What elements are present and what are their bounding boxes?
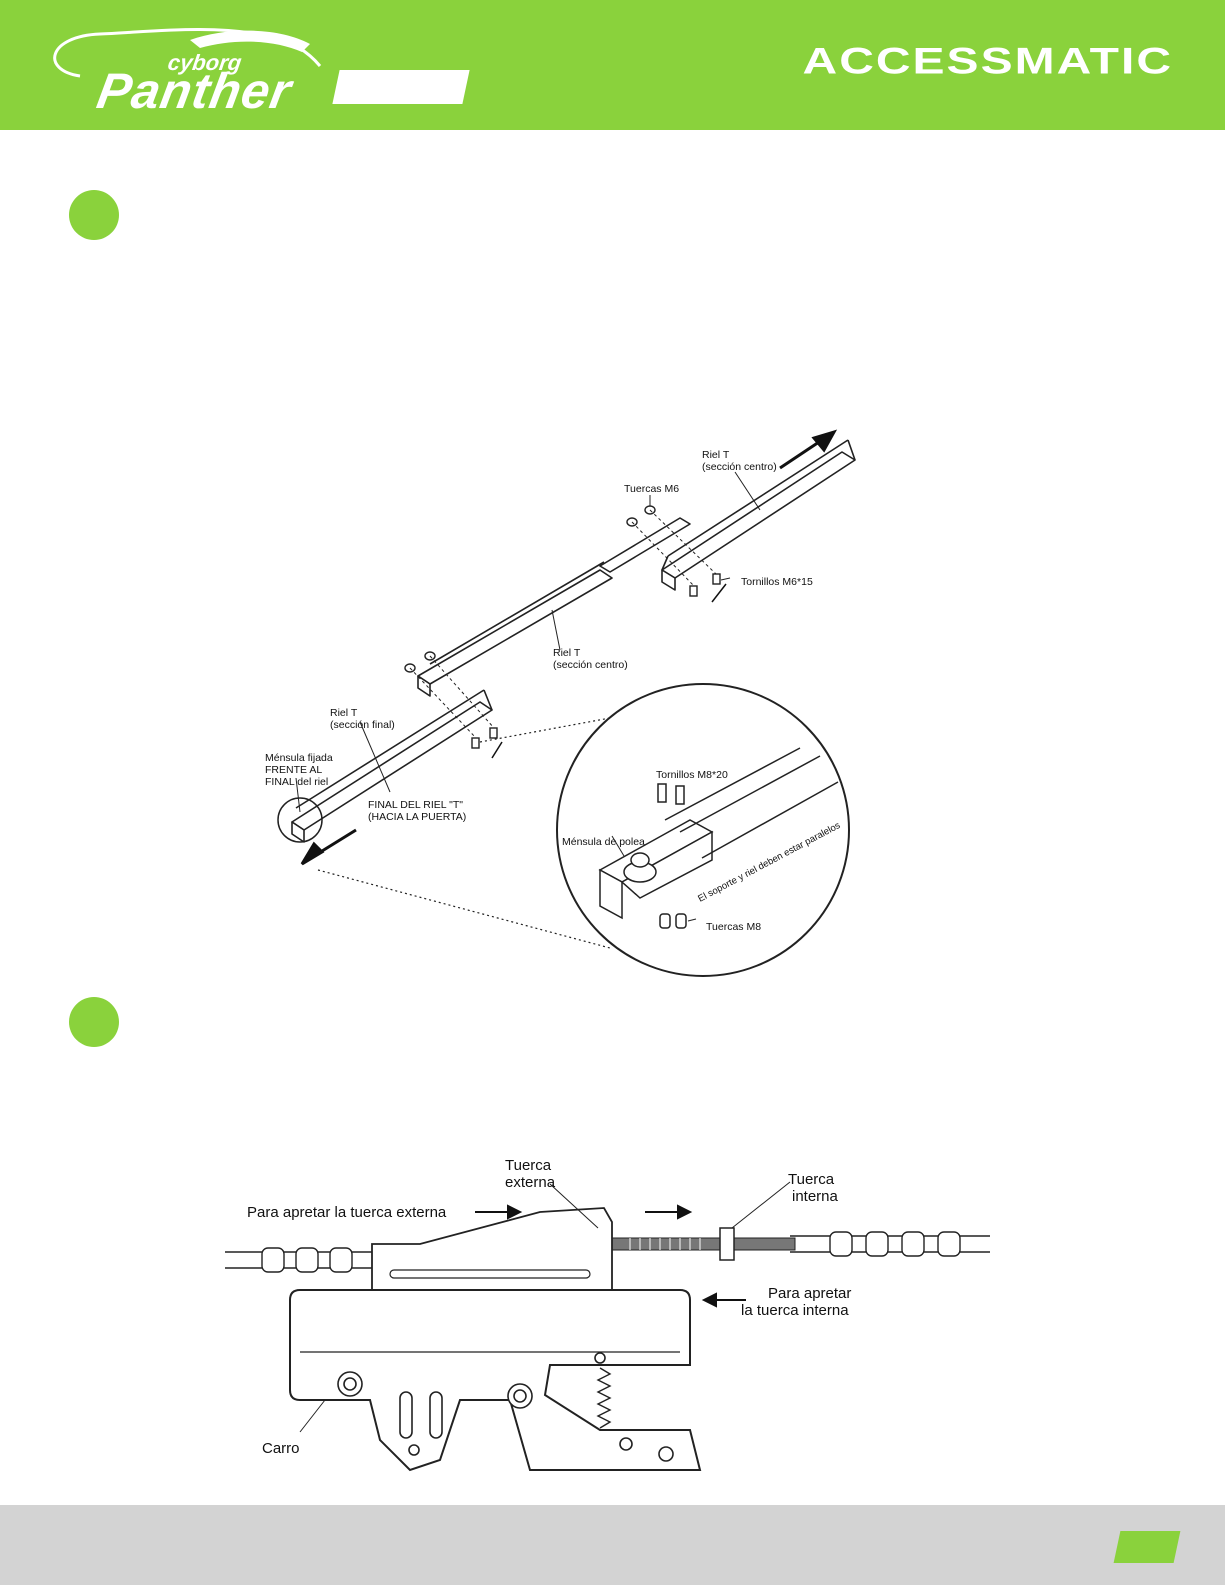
cyborg-panther-logo: cyborg Panther: [40, 18, 480, 119]
label-soporte-paralelo: El soporte y riel deben estar paralelos: [696, 820, 842, 905]
label-tuerca-interna: Tuerca: [788, 1171, 835, 1188]
label-tuercas-m8: Tuercas M8: [706, 921, 761, 933]
label-carro: Carro: [262, 1440, 300, 1457]
label-apretar-interna-sub: la tuerca interna: [741, 1302, 849, 1319]
label-riel-end-sub: (sección final): [330, 719, 395, 731]
label-tuercas-m6: Tuercas M6: [624, 483, 679, 495]
label-riel-top-sub: (sección centro): [702, 461, 777, 473]
step-marker-2: [69, 997, 119, 1047]
label-apretar-externa: Para apretar la tuerca externa: [247, 1204, 447, 1221]
label-tornillos-m615: Tornillos M6*15: [741, 576, 813, 588]
label-apretar-interna: Para apretar: [768, 1285, 851, 1302]
label-final-riel-sub: (HACIA LA PUERTA): [368, 811, 466, 823]
label-riel-end: Riel T: [330, 707, 358, 719]
label-tuerca-externa: Tuerca: [505, 1157, 552, 1174]
accessmatic-logo: ACCESSMATIC: [802, 40, 1173, 83]
label-tuerca-interna-sub: interna: [792, 1188, 839, 1205]
header-banner: cyborg Panther ACCESSMATIC: [0, 0, 1225, 130]
page-number-tab: [1113, 1531, 1181, 1563]
label-riel-mid-sub: (sección centro): [553, 659, 628, 671]
label-riel-mid: Riel T: [553, 647, 581, 659]
label-tornillos-m820: Tornillos M8*20: [656, 769, 728, 781]
label-mensula-2: FRENTE AL: [265, 764, 322, 776]
label-riel-top: Riel T: [702, 449, 730, 461]
label-tuerca-externa-sub: externa: [505, 1174, 556, 1191]
step-marker-1: [69, 190, 119, 240]
label-mensula-1: Ménsula fijada: [265, 752, 333, 764]
footer-bar: [0, 1505, 1225, 1585]
label-mensula-polea: Ménsula de polea: [562, 836, 645, 848]
label-final-riel: FINAL DEL RIEL "T": [368, 799, 463, 811]
rail-assembly-diagram: Riel T (sección centro) Tuercas M6 Torni…: [265, 429, 856, 977]
label-mensula-3: FINAL del riel: [265, 776, 328, 788]
panther-swoosh-icon: [53, 28, 322, 78]
